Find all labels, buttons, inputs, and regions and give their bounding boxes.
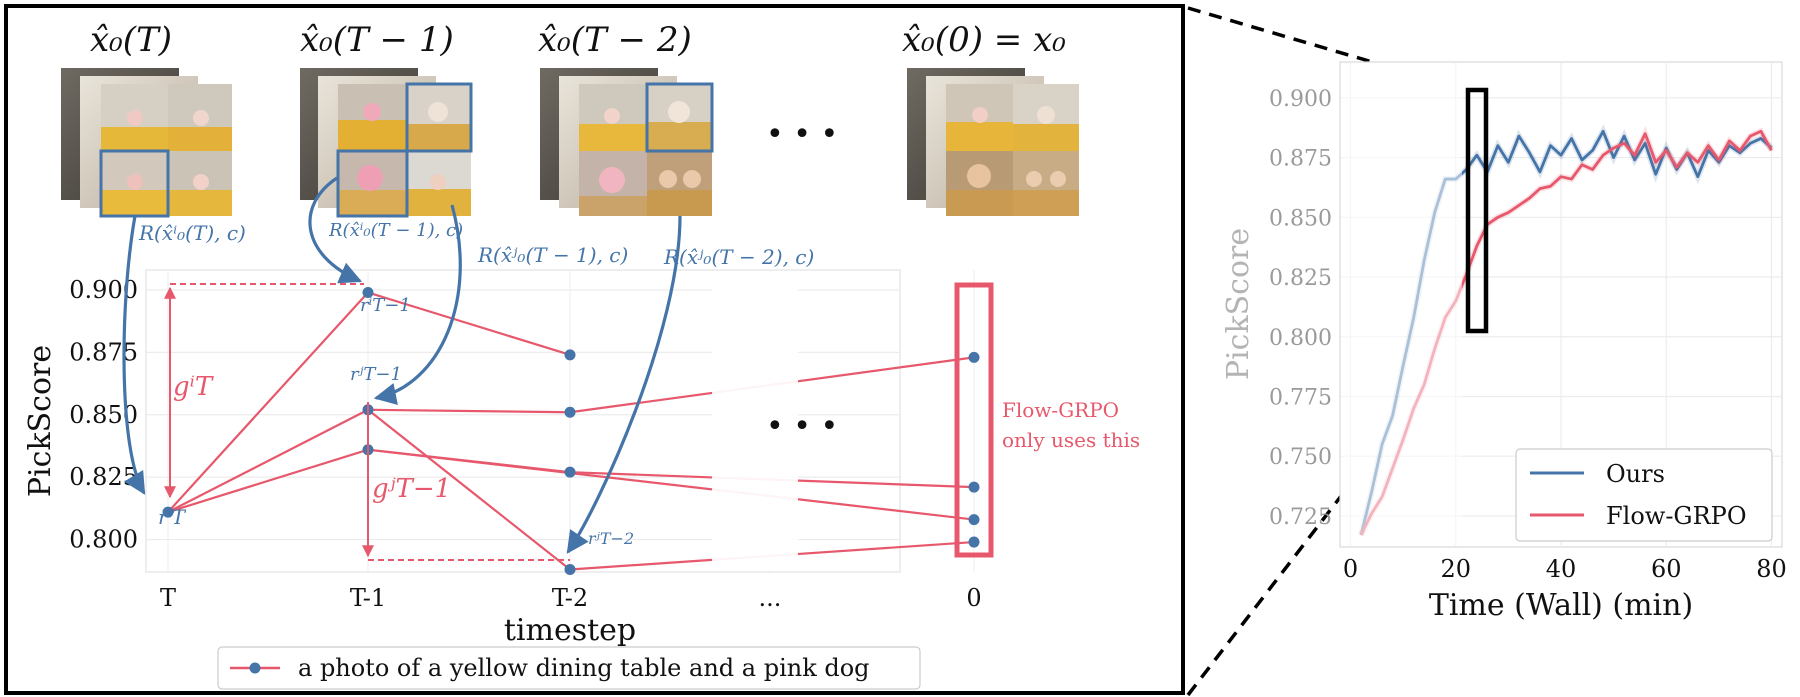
x-tick-label: 20 <box>1440 555 1471 583</box>
flow-grpo-note-line1: Flow-GRPO <box>1002 398 1119 422</box>
trajectory-link <box>167 408 369 514</box>
top-label-t-minus-2: x̂₀(T − 2) <box>538 20 692 60</box>
zoom-window-box <box>1465 87 1489 334</box>
timestep-chart-y-label: PickScore <box>23 345 58 497</box>
image-grid-x0 <box>946 84 1079 216</box>
training-curve-x-label: Time (Wall) (min) <box>1429 588 1693 623</box>
y-tick-label: 0.800 <box>1269 326 1332 351</box>
x-tick-label: T <box>160 584 176 612</box>
image-grid-t-minus-1 <box>338 84 471 216</box>
x-tick-label: 80 <box>1756 555 1787 583</box>
top-label-t: x̂₀(T) <box>90 20 172 60</box>
point-label-r-t-i: rⁱT <box>158 505 187 529</box>
reward-label-t: R(x̂ⁱ₀(T), c) <box>138 221 246 245</box>
gap-label-t: gⁱT <box>173 372 214 402</box>
gap-annotations: gⁱT gʲT−1 <box>164 283 570 561</box>
data-point <box>968 481 980 493</box>
y-tick-label: 0.775 <box>1269 385 1332 410</box>
trajectory-link <box>367 408 571 414</box>
y-tick-label: 0.900 <box>1269 87 1332 112</box>
flow-grpo-highlight-box <box>954 282 994 558</box>
arrow-reward-j-t-minus-1 <box>373 204 462 405</box>
y-tick-label: 0.825 <box>69 463 138 491</box>
legend-marker <box>249 662 261 674</box>
image-grid-t <box>101 84 232 216</box>
training-curve-y-ticks: 0.725 0.750 0.775 0.800 0.825 0.850 0.875 0.900 <box>1269 87 1332 530</box>
x-tick-label: 60 <box>1651 555 1682 583</box>
flow-grpo-note-line2: only uses this <box>1002 428 1140 452</box>
y-tick-label: 0.750 <box>1269 445 1332 470</box>
data-point <box>564 564 576 576</box>
timestep-chart-x-label: timestep <box>504 613 636 648</box>
top-label-t-minus-1: x̂₀(T − 1) <box>300 20 454 60</box>
trajectory-link <box>367 448 975 521</box>
training-curve-y-label: PickScore <box>1221 228 1256 380</box>
image-stack-x0 <box>907 68 1079 216</box>
image-stack-t-minus-1 <box>300 68 473 218</box>
data-point <box>968 514 980 526</box>
selected-sample-j-t-minus-1 <box>405 82 473 153</box>
legend-label-ours: Ours <box>1606 460 1665 488</box>
top-label-x0: x̂₀(0) = x₀ <box>902 20 1066 60</box>
point-label-r-t-minus-2-j: rʲT−2 <box>588 529 634 548</box>
data-point <box>564 466 576 478</box>
y-tick-label: 0.725 <box>1269 505 1332 530</box>
x-tick-label: ... <box>759 584 782 612</box>
ellipsis-middle: • • • <box>766 409 838 444</box>
fade-region <box>712 272 798 570</box>
image-grid-t-minus-2 <box>579 84 712 216</box>
x-tick-label: 40 <box>1546 555 1577 583</box>
y-tick-label: 0.875 <box>1269 147 1332 172</box>
y-tick-label: 0.825 <box>1269 266 1332 291</box>
data-point <box>968 351 980 363</box>
data-point <box>564 349 576 361</box>
ellipsis-top: • • • <box>766 117 838 152</box>
x-tick-label: T-2 <box>552 584 588 612</box>
data-point <box>968 536 980 548</box>
early-fade-veil <box>1342 64 1462 545</box>
arrow-reward-j-t-minus-2 <box>566 215 682 554</box>
point-label-r-t-minus-1-j: rʲT−1 <box>350 364 402 385</box>
legend-label: a photo of a yellow dining table and a p… <box>298 654 870 682</box>
y-tick-label: 0.875 <box>69 338 138 366</box>
data-point <box>162 506 174 518</box>
reward-label-j-t-minus-2: R(x̂ʲ₀(T − 2), c) <box>663 245 814 269</box>
timestep-chart-legend: a photo of a yellow dining table and a p… <box>217 646 921 690</box>
trajectory-link <box>167 448 369 514</box>
selected-sample-j-t-minus-2 <box>645 82 714 153</box>
gap-label-t-minus-1: gʲT−1 <box>372 474 451 504</box>
training-curve-legend: Ours Flow-GRPO <box>1515 448 1773 542</box>
timestep-chart-x-ticks: T T-1 T-2... 0 <box>160 584 982 612</box>
reward-arrows <box>122 176 682 554</box>
trajectory-link <box>167 291 369 513</box>
point-label-r-t-minus-1-i: rⁱT−1 <box>360 295 411 316</box>
data-point <box>362 286 374 298</box>
arrow-reward-i-t-minus-1 <box>308 176 363 284</box>
training-curve-x-ticks: 0 20 40 60 80 <box>1343 555 1787 583</box>
data-point <box>564 406 576 418</box>
x-tick-label: T-1 <box>350 584 386 612</box>
y-tick-label: 0.850 <box>1269 206 1332 231</box>
image-stack-t-minus-2 <box>540 68 714 216</box>
training-curve-chart: 0.725 0.750 0.775 0.800 0.825 0.850 0.875 0.900… <box>1221 61 1787 623</box>
y-tick-label: 0.800 <box>69 526 138 554</box>
arrow-reward-t <box>122 215 146 495</box>
trajectory-link <box>367 291 571 356</box>
reward-label-i-t-minus-1: R(x̂ⁱ₀(T − 1), c) <box>328 220 463 241</box>
reward-label-j-t-minus-1: R(x̂ʲ₀(T − 1), c) <box>477 243 628 267</box>
x-tick-label: 0 <box>966 584 981 612</box>
image-stack-t <box>61 68 232 218</box>
x-tick-label: 0 <box>1343 555 1358 583</box>
legend-label-flow-grpo: Flow-GRPO <box>1606 502 1747 530</box>
selected-sample-i-t-minus-1 <box>336 149 409 218</box>
trajectory-link <box>367 408 571 571</box>
